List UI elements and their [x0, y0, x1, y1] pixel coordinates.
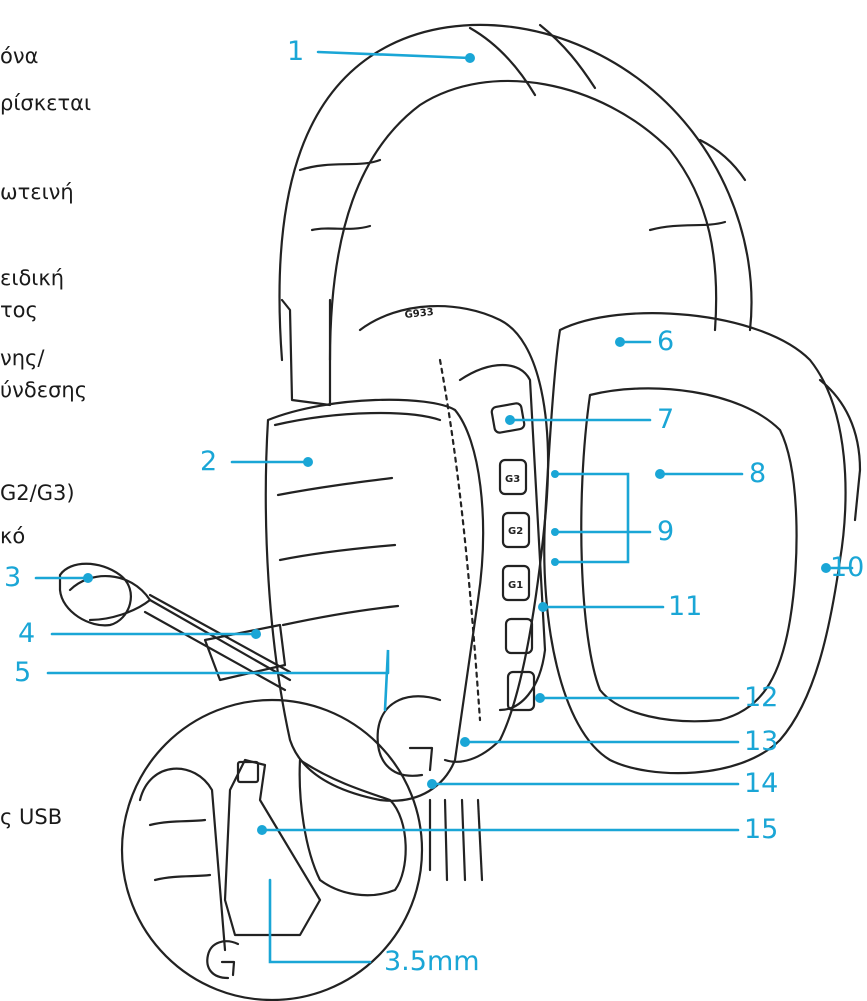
- callout-10: 10: [830, 552, 865, 583]
- callout-9: 9: [657, 516, 675, 547]
- headband-outer: [278, 23, 753, 362]
- text-fragment-2: ρίσκεται: [0, 91, 92, 115]
- usb-dongle: [223, 758, 322, 937]
- callout-1: 1: [287, 36, 305, 67]
- callout-5: 5: [14, 657, 32, 688]
- right-earcup-cushion: [543, 312, 847, 775]
- mic-boom: [68, 574, 292, 682]
- callout-14: 14: [744, 768, 779, 799]
- text-fragment-1: όνα: [0, 44, 39, 68]
- text-fragment-8: G2/G3): [0, 481, 75, 505]
- text-fragment-5: τος: [0, 298, 38, 322]
- text-fragment-7: ύνδεσης: [0, 378, 88, 402]
- leader-1: [316, 50, 472, 60]
- leader-5: [46, 649, 390, 712]
- text-fragment-3: ωτεινή: [0, 180, 74, 204]
- callout-8: 8: [749, 458, 767, 489]
- g-logo: [376, 695, 442, 777]
- text-fragment-10: ς USB: [0, 805, 63, 829]
- callout-13: 13: [744, 726, 779, 757]
- button-label-g1: G1: [508, 580, 523, 591]
- button-strip: [458, 363, 547, 712]
- model-label: G933: [404, 307, 434, 321]
- callout-3p5mm: 3.5mm: [384, 946, 480, 977]
- text-fragment-9: κό: [0, 524, 26, 548]
- callout-6: 6: [657, 326, 675, 357]
- text-fragment-4: ειδική: [0, 266, 65, 290]
- left-slider: [280, 298, 332, 407]
- callout-12: 12: [744, 682, 779, 713]
- callout-7: 7: [657, 404, 675, 435]
- inset-circle: [120, 698, 424, 1001]
- button-label-g2: G2: [508, 526, 523, 537]
- headband-inner: [328, 80, 718, 362]
- leader-3p5mm: [268, 878, 372, 964]
- callout-4: 4: [18, 618, 36, 649]
- callout-15: 15: [744, 814, 779, 845]
- text-fragment-6: νης/: [0, 346, 45, 370]
- leader-9: [553, 472, 652, 564]
- callout-2: 2: [200, 446, 218, 477]
- callout-3: 3: [4, 562, 22, 593]
- button-label-g3: G3: [505, 474, 520, 485]
- callout-11: 11: [668, 591, 703, 622]
